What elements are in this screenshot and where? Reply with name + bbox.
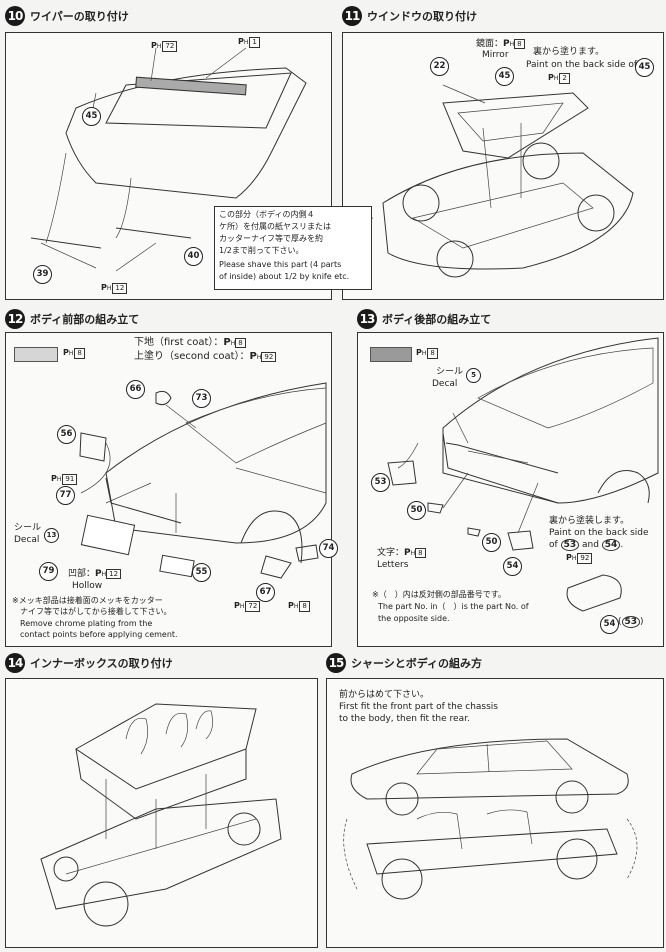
part-number-40: 40 [184, 247, 203, 266]
step-12-header: 12 ボディ前部の組み立て [5, 308, 139, 330]
step-title: ワイパーの取り付け [30, 10, 129, 23]
part-number-45: 45 [495, 67, 514, 86]
decal-label-jp: シール [436, 367, 464, 377]
paint-back-en: of 53 and 54. [549, 539, 624, 551]
opposite-note-en: The part No. in（ ）is the part No. of [378, 602, 529, 611]
fit-instruction-en: to the body, then fit the rear. [339, 714, 470, 724]
fit-instruction-en: First fit the front part of the chassis [339, 702, 498, 712]
part-number-56: 56 [57, 425, 76, 444]
part-number-53: 53 [371, 473, 390, 492]
part-number-55: 55 [192, 563, 211, 582]
car-front-body-drawing [79, 382, 327, 579]
shave-note-jp: ケ所）を付属の紙ヤスリまたは [219, 222, 331, 231]
step-15-header: 15 シャーシとボディの組み方 [326, 652, 482, 674]
car-window-interior-drawing [347, 84, 634, 278]
opposite-part: (53) [618, 616, 644, 628]
chrome-note-en: Remove chrome plating from the [20, 619, 153, 628]
decal-number: 5 [466, 368, 481, 383]
shave-note-jp: カッターナイフ等で厚みを約 [219, 234, 323, 243]
opposite-note-jp: ※（ ）内は反対側の部品番号です。 [372, 590, 506, 599]
step-title: シャーシとボディの組み方 [351, 657, 483, 670]
step-number: 13 [357, 309, 377, 329]
chassis-body-fit-drawing [343, 738, 638, 900]
shave-note-jp: この部分（ボディの内側４ [219, 210, 315, 219]
part-number-39: 39 [33, 265, 52, 284]
step-15-panel: 前からはめて下さい。 First fit the front part of t… [326, 678, 664, 948]
part-number-66: 66 [126, 380, 145, 399]
chrome-note-en: contact points before applying cement. [20, 630, 178, 639]
step-title: ボディ後部の組み立て [382, 313, 492, 326]
decal-label-en: Decal [432, 379, 458, 389]
hollow-label-en: Hollow [72, 581, 103, 591]
shave-note-en: Please shave this part (4 parts [219, 260, 342, 269]
decal-label-jp: シール [14, 523, 42, 533]
part-number-54: 54 [503, 557, 522, 576]
shave-instruction-box: この部分（ボディの内側４ ケ所）を付属の紙ヤスリまたは カッターナイフ等で厚みを… [214, 206, 372, 290]
part-number-74: 74 [319, 539, 338, 558]
interior-box-chassis-drawing [40, 703, 282, 927]
step-title: ボディ前部の組み立て [30, 313, 140, 326]
part-number-77: 77 [56, 486, 75, 505]
opposite-note-en: the opposite side. [378, 614, 450, 623]
part-number-79: 79 [39, 562, 58, 581]
step-number: 11 [342, 6, 362, 26]
chrome-note-jp: ※メッキ部品は接着面のメッキをカッター [12, 596, 163, 605]
back-paint-jp: 裏から塗ります。 [533, 47, 605, 57]
step-14-header: 14 インナーボックスの取り付け [5, 652, 173, 674]
part-number-50: 50 [482, 533, 501, 552]
decal-label-en: Decal [14, 535, 40, 545]
paint-back-jp: 裏から塗装します。 [549, 516, 630, 526]
part-number-50: 50 [407, 501, 426, 520]
paint-back-en: Paint on the back side [549, 528, 649, 538]
part-number-22: 22 [430, 57, 449, 76]
shave-note-en: of inside) about 1/2 by knife etc. [219, 272, 350, 281]
fit-instruction-jp: 前からはめて下さい。 [339, 690, 430, 700]
step-11-header: 11 ウインドウの取り付け [342, 5, 477, 27]
part-number-45: 45 [635, 58, 654, 77]
part-number-67: 67 [256, 583, 275, 602]
step-10-header: 10 ワイパーの取り付け [5, 5, 129, 27]
chrome-note-jp: ナイフ等ではがしてから接着して下さい。 [20, 607, 172, 616]
step-number: 15 [326, 653, 346, 673]
shave-note-jp: 1/2まで削って下さい。 [219, 246, 304, 255]
step-number: 10 [5, 6, 25, 26]
color-swatch-gray [370, 347, 412, 362]
step-title: ウインドウの取り付け [367, 10, 477, 23]
part-number-73: 73 [192, 389, 211, 408]
step-title: インナーボックスの取り付け [30, 657, 173, 670]
part-number-45: 45 [82, 107, 101, 126]
mirror-label-en: Mirror [482, 50, 509, 60]
decal-number: 13 [44, 528, 59, 543]
color-swatch-light-gray [14, 347, 58, 362]
car-rear-body-drawing [387, 337, 659, 612]
step-13-header: 13 ボディ後部の組み立て [357, 308, 491, 330]
step-14-panel [5, 678, 318, 948]
step-number: 12 [5, 309, 25, 329]
back-paint-en: Paint on the back side of [526, 60, 638, 70]
part-number-54: 54 [600, 615, 619, 634]
car-front-windshield-drawing [30, 47, 307, 272]
step-number: 14 [5, 653, 25, 673]
letters-label-en: Letters [377, 560, 409, 570]
